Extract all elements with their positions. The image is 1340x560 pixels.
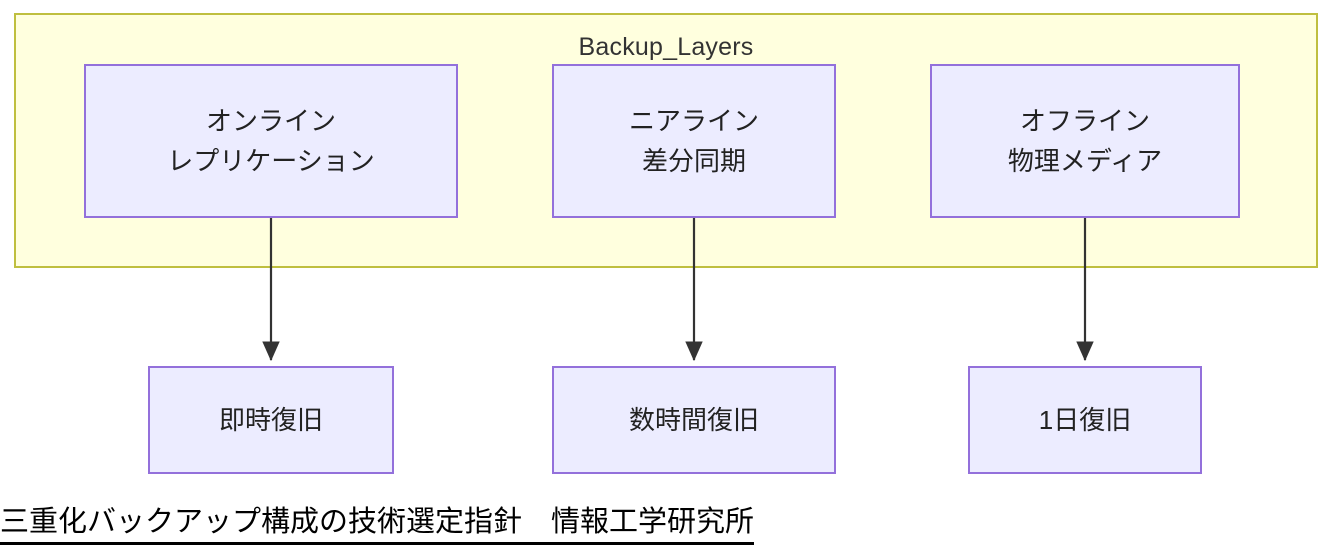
node-instant-recovery-label: 即時復旧 (218, 404, 323, 435)
node-online-line-1: オンライン (205, 105, 336, 136)
node-offline-line-2: 物理メディア (1007, 146, 1163, 176)
node-oneday-recovery-label: 1日復旧 (1038, 404, 1132, 435)
node-offline[interactable]: オフライン 物理メディア (930, 64, 1240, 218)
node-nearline-line-1: ニアライン (628, 105, 759, 136)
node-hours-recovery[interactable]: 数時間復旧 (552, 366, 836, 474)
node-online[interactable]: オンライン レプリケーション (84, 64, 458, 218)
node-nearline-line-2: 差分同期 (641, 146, 746, 176)
node-hours-recovery-label: 数時間復旧 (628, 404, 759, 435)
diagram-caption: 三重化バックアップ構成の技術選定指針 情報工学研究所 (0, 505, 755, 545)
node-oneday-recovery[interactable]: 1日復旧 (968, 366, 1202, 474)
node-offline-line-1: オフライン (1019, 105, 1150, 136)
node-online-line-2: レプリケーション (167, 146, 375, 176)
node-instant-recovery[interactable]: 即時復旧 (148, 366, 394, 474)
node-nearline[interactable]: ニアライン 差分同期 (552, 64, 836, 218)
subgraph-label: Backup_Layers (578, 33, 754, 61)
